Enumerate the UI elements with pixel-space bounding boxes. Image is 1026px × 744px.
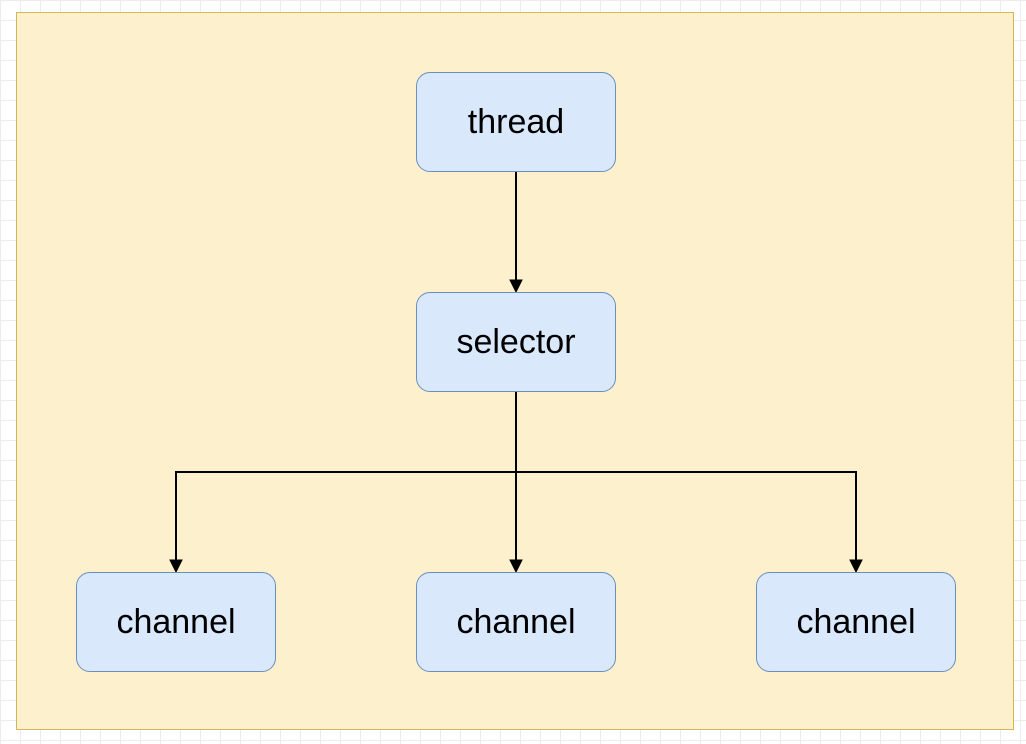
node-channel-3-label: channel [796,602,916,641]
node-selector[interactable]: selector [416,292,616,392]
node-thread[interactable]: thread [416,72,616,172]
node-selector-label: selector [456,322,576,361]
node-channel-1-label: channel [116,602,236,641]
node-channel-2[interactable]: channel [416,572,616,672]
node-channel-2-label: channel [456,602,576,641]
node-channel-1[interactable]: channel [76,572,276,672]
node-thread-label: thread [467,102,565,141]
node-channel-3[interactable]: channel [756,572,956,672]
